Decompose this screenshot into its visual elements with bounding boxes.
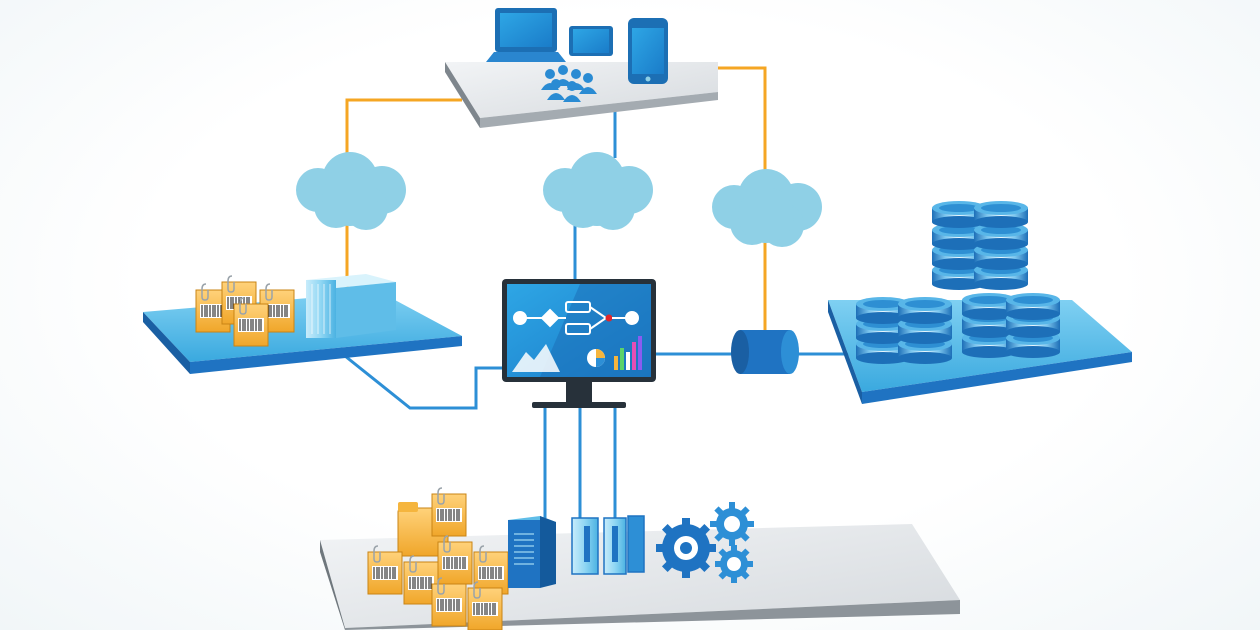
cloud-icon <box>543 152 653 230</box>
document-icon <box>234 298 268 346</box>
gear-icon <box>656 518 716 578</box>
left-document-platform <box>143 274 462 374</box>
server-tower-icon <box>508 516 556 588</box>
database-icon <box>1006 293 1060 358</box>
server-rack-icon <box>572 516 644 574</box>
monitor-icon <box>502 279 656 408</box>
document-icon <box>368 546 402 594</box>
right-database-platform <box>828 201 1132 404</box>
blue-link-left-platform <box>340 352 503 408</box>
cloud-icon <box>296 152 406 230</box>
document-icon <box>468 582 502 630</box>
gear-icon <box>715 545 753 583</box>
smartphone-icon <box>628 18 668 84</box>
document-icon <box>432 488 466 536</box>
tablet-icon <box>569 26 613 56</box>
pie-chart-icon <box>587 349 605 367</box>
document-icon <box>432 578 466 626</box>
cylinder-connector-icon <box>731 330 799 374</box>
server-rack-icon <box>306 274 396 338</box>
document-icon <box>438 536 472 584</box>
database-icon <box>898 297 952 364</box>
bottom-resource-platform <box>320 488 960 630</box>
database-icon <box>974 201 1028 290</box>
top-device-platform <box>445 8 718 128</box>
gear-icon <box>710 502 754 546</box>
cloud-icon <box>712 169 822 247</box>
document-icon <box>474 546 508 594</box>
laptop-icon <box>486 8 566 62</box>
